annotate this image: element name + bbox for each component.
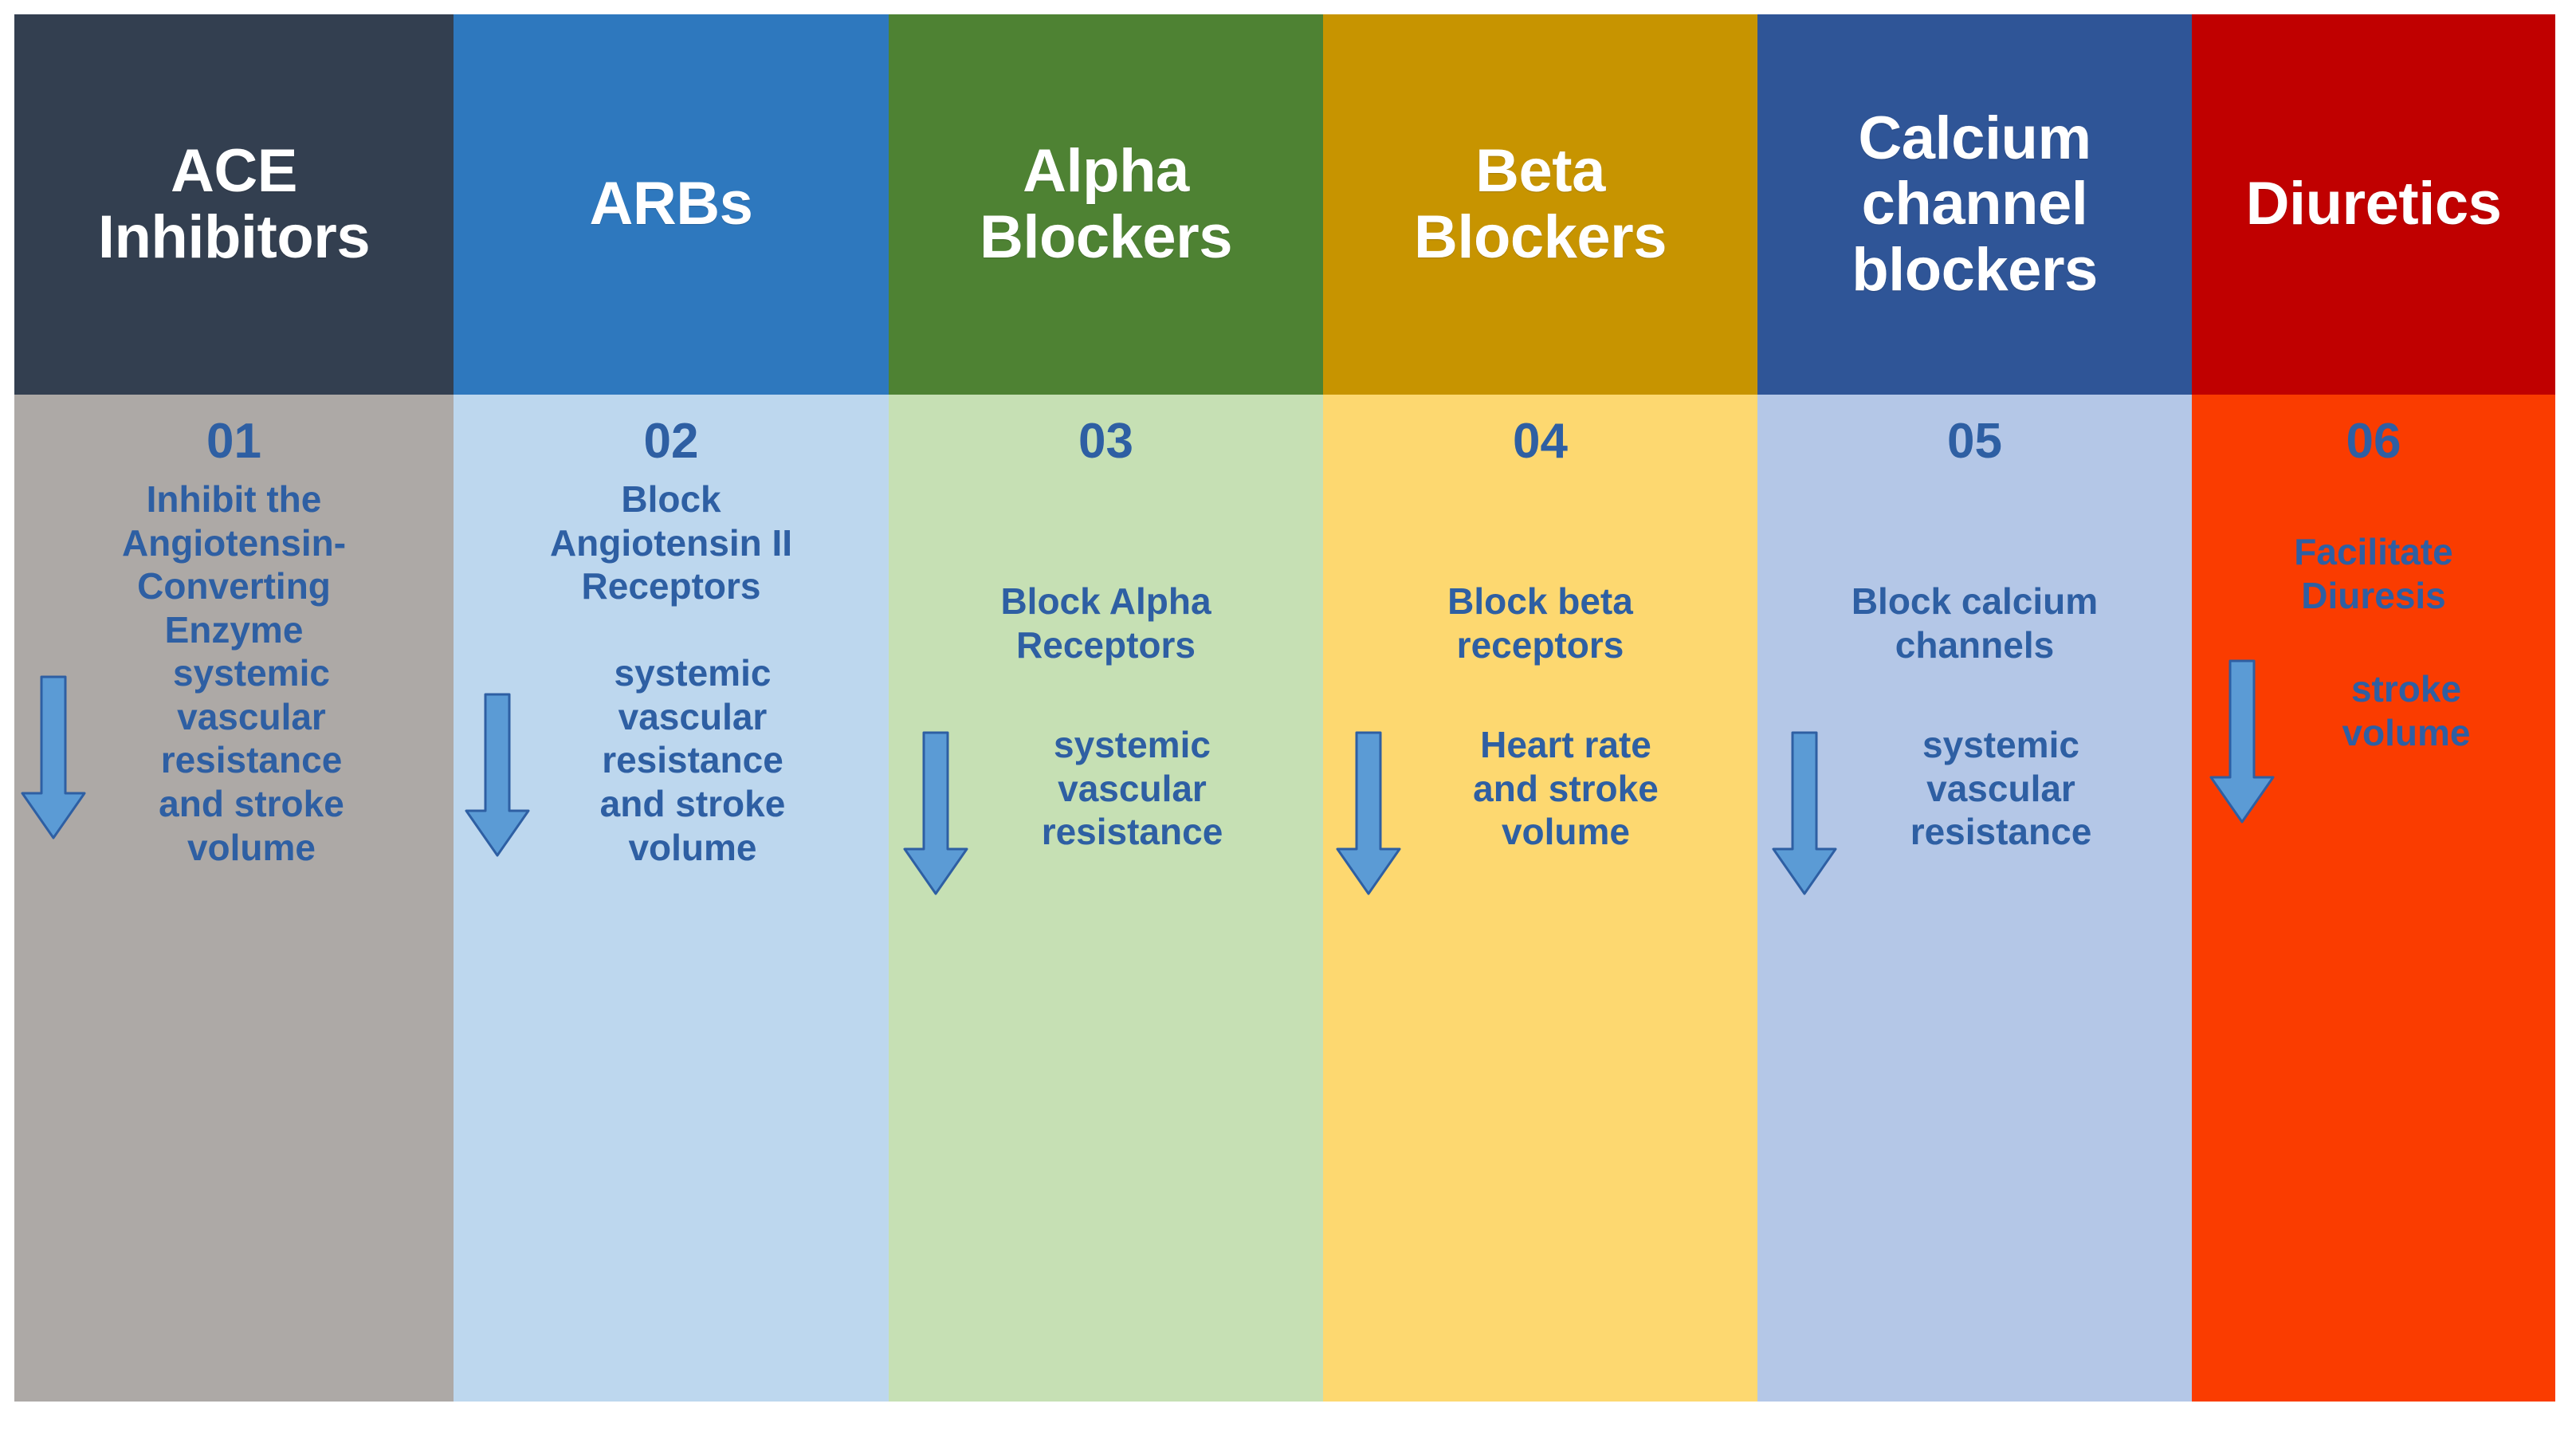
down-arrow-icon (463, 691, 532, 859)
column-header-label: Diuretics (2245, 170, 2502, 238)
down-arrow-icon (19, 674, 88, 841)
step-number: 05 (1947, 414, 2002, 469)
column-header-1: ACE Inhibitors (14, 14, 454, 395)
effect-text: stroke volume (2342, 668, 2471, 753)
column-header-2: ARBs (454, 14, 889, 395)
effect-text: systemic vascular resistance and stroke … (599, 652, 786, 868)
mechanism-text: Inhibit the Angiotensin- Converting Enzy… (121, 478, 347, 651)
column-header-label: Alpha Blockers (979, 137, 1233, 271)
effect-text: systemic vascular resistance (1041, 724, 1223, 853)
column-header-label: Beta Blockers (1413, 137, 1667, 271)
effect-text: Heart rate and stroke volume (1473, 724, 1659, 853)
down-arrow-icon (901, 729, 970, 897)
column-header-label: ARBs (589, 170, 753, 238)
column-header-3: Alpha Blockers (889, 14, 1323, 395)
column-header-5: Calcium channel blockers (1757, 14, 2192, 395)
effect-text: systemic vascular resistance and stroke … (159, 652, 344, 868)
column-header-label: Calcium channel blockers (1852, 104, 2098, 304)
mechanism-text: Block Alpha Receptors (1000, 580, 1211, 666)
mechanism-text: Facilitate Diuresis (2294, 531, 2453, 616)
step-number: 02 (643, 414, 699, 469)
column-header-label: ACE Inhibitors (97, 137, 371, 271)
down-arrow-icon (1334, 729, 1403, 897)
effect-text: systemic vascular resistance (1910, 724, 2092, 853)
column-header-4: Beta Blockers (1323, 14, 1757, 395)
mechanism-text: Block Angiotensin II Receptors (549, 478, 793, 607)
down-arrow-icon (1770, 729, 1839, 897)
step-number: 01 (206, 414, 261, 469)
step-number: 03 (1078, 414, 1133, 469)
mechanism-text: Block calcium channels (1851, 580, 2099, 666)
column-header-6: Diuretics (2192, 14, 2555, 395)
mechanism-text: Block beta receptors (1447, 580, 1633, 666)
step-number: 04 (1513, 414, 1568, 469)
down-arrow-icon (2208, 658, 2276, 825)
step-number: 06 (2346, 414, 2401, 469)
